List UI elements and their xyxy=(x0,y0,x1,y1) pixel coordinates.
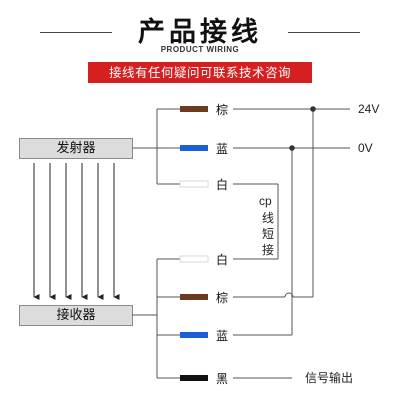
receiver-wire-white xyxy=(179,255,209,263)
short-note-char: 线 xyxy=(262,211,274,225)
beam-arrows xyxy=(33,163,120,300)
emitter-bracket xyxy=(132,108,180,185)
terminal-0v: 0V xyxy=(358,141,373,155)
receiver-box: 接收器 xyxy=(19,305,133,326)
title-rule-left xyxy=(40,32,112,33)
junction-dot xyxy=(289,145,295,151)
emitter-label-blue: 蓝 xyxy=(216,142,228,156)
short-note-char: 短 xyxy=(262,227,274,241)
emitter-label-white: 白 xyxy=(216,177,228,192)
emitter-box: 发射器 xyxy=(19,138,133,159)
contact-banner: 接线有任何疑问可联系技术咨询 xyxy=(88,62,312,83)
receiver-label-blue: 蓝 xyxy=(216,329,228,343)
receiver-label-black: 黑 xyxy=(216,372,228,386)
receiver-label-brown: 棕 xyxy=(216,290,228,305)
receiver-bracket xyxy=(132,258,180,379)
title-rule-right xyxy=(288,32,360,33)
receiver-wire-blue xyxy=(180,332,208,338)
emitter-wire-blue xyxy=(180,145,208,151)
terminal-signal: 信号输出 xyxy=(305,370,353,385)
receiver-wire-brown xyxy=(180,294,208,300)
receiver-label-white: 白 xyxy=(216,252,228,267)
short-note-cp: cp xyxy=(259,194,272,208)
terminal-24v: 24V xyxy=(358,102,379,116)
emitter-wire-brown xyxy=(180,106,208,112)
receiver-wire-black xyxy=(180,375,208,381)
short-note-char: 接 xyxy=(262,242,274,257)
page-title: 产品接线 xyxy=(138,17,262,48)
wire-runs xyxy=(233,108,350,379)
page-subtitle: PRODUCT WIRING xyxy=(160,45,240,54)
junction-dot xyxy=(310,106,316,112)
emitter-label-brown: 棕 xyxy=(216,102,228,117)
emitter-wire-white xyxy=(179,180,209,188)
